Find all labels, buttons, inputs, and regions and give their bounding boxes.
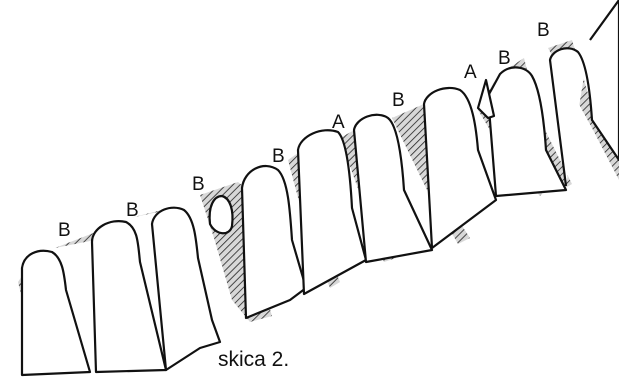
label-b-3: B <box>192 174 205 195</box>
tooth-1 <box>22 251 90 375</box>
label-b-7: B <box>537 20 550 41</box>
label-a-2: A <box>464 62 477 83</box>
label-b-1: B <box>58 220 71 241</box>
label-b-2: B <box>126 200 139 221</box>
label-b-4: B <box>272 146 285 167</box>
tooth-outlines <box>22 0 619 375</box>
sketch-caption: skica 2. <box>218 348 289 371</box>
label-b-6: B <box>498 48 511 69</box>
label-a-1: A <box>332 112 345 133</box>
label-b-5: B <box>392 90 405 111</box>
notch-nub-1 <box>210 196 233 233</box>
tooth-3 <box>152 208 220 370</box>
